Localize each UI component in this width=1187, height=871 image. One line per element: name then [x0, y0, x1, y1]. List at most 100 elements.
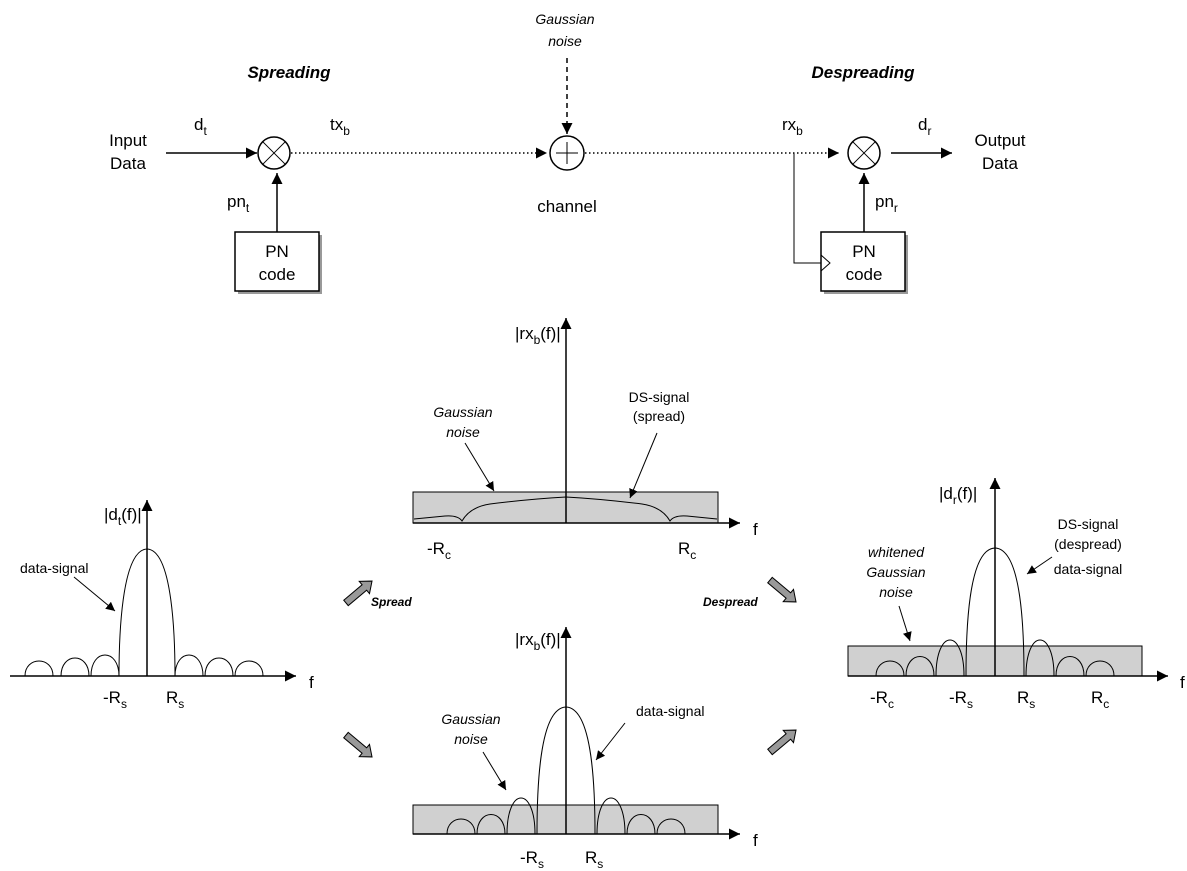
right-lobe-r1 [1025, 639, 1055, 677]
bottom-center-lobe-r2 [626, 814, 656, 835]
right-main-lobe [965, 547, 1025, 677]
right-whitened-line3: noise [879, 584, 913, 600]
top-gaussian-noise-line2: noise [548, 33, 582, 49]
right-whitened-line2: Gaussian [866, 564, 925, 580]
rx-mixer [847, 136, 881, 170]
right-neg-rs-label: -Rs [949, 688, 973, 711]
pn-code-tx-block: PN code [234, 231, 322, 294]
spectrum-left: |dt(f)| data-signal f -Rs Rs [10, 500, 314, 711]
top-center-f-label: f [753, 520, 758, 539]
right-axis-title: |dr(f)| [939, 484, 977, 507]
right-f-label: f [1180, 673, 1185, 692]
right-rc-label: Rc [1091, 688, 1109, 711]
left-data-signal-label: data-signal [20, 560, 89, 576]
left-side-lobe-l1 [90, 654, 120, 677]
top-center-ds-line1: DS-signal [629, 389, 690, 405]
left-side-lobe-l3 [24, 660, 54, 677]
left-side-lobe-l2 [60, 657, 90, 677]
left-axis-title: |dt(f)| [104, 505, 142, 528]
top-center-noise-line2: noise [446, 424, 480, 440]
bottom-center-axis-title: |rxb(f)| [515, 630, 561, 653]
left-data-signal-pointer [73, 576, 116, 612]
left-side-lobe-r2 [204, 657, 234, 677]
left-rs-label: Rs [166, 688, 184, 711]
right-whitened-pointer [898, 605, 912, 642]
despread-down-arrow [767, 576, 797, 603]
spreading-title: Spreading [247, 63, 331, 82]
bottom-center-f-label: f [753, 831, 758, 850]
bottom-center-noise-pointer [482, 751, 507, 791]
right-lobe-r2 [1055, 656, 1085, 677]
right-whitened-line1: whitened [868, 544, 925, 560]
despread-up-arrow [767, 729, 797, 756]
channel-label: channel [537, 197, 597, 216]
spread-down-arrow [343, 731, 373, 758]
right-rs-label: Rs [1017, 688, 1035, 711]
top-center-noise-line1: Gaussian [433, 404, 492, 420]
bottom-center-noise-line2: noise [454, 731, 488, 747]
left-side-lobe-r1 [174, 654, 204, 677]
sync-feed-line [793, 153, 821, 264]
transition-arrows: Spread Despread [343, 576, 797, 758]
right-data-signal-label: data-signal [1054, 561, 1123, 577]
pn-code-rx-line1: PN [852, 242, 876, 261]
bottom-center-lobe-l2 [476, 814, 506, 835]
dr-label: dr [918, 115, 931, 138]
right-lobe-l1 [935, 639, 965, 677]
input-data-line1: Input [109, 131, 147, 150]
spectrum-top-center: |rxb(f)| Gaussian noise DS-signal (sprea… [412, 318, 758, 562]
bottom-center-lobe-r3 [656, 818, 686, 835]
pn-code-rx-line2: code [846, 265, 883, 284]
tx-mixer [257, 136, 291, 170]
dt-label: dt [194, 115, 207, 138]
top-center-ds-pointer [629, 432, 658, 499]
spread-label: Spread [371, 595, 412, 609]
pn-code-tx-line2: code [259, 265, 296, 284]
left-side-lobe-r3 [234, 660, 264, 677]
bottom-center-noise-line1: Gaussian [441, 711, 500, 727]
right-ds-line2: (despread) [1054, 536, 1122, 552]
output-data-line1: Output [974, 131, 1025, 150]
top-center-spread-signal [413, 496, 718, 522]
bottom-center-lobe-l1 [506, 797, 536, 835]
bottom-center-main-lobe [536, 706, 596, 835]
right-ds-pointer [1026, 556, 1053, 575]
pn-code-rx-block: PN code [820, 231, 908, 294]
top-center-axis-title: |rxb(f)| [515, 324, 561, 347]
left-f-label: f [309, 673, 314, 692]
right-ds-line1: DS-signal [1058, 516, 1119, 532]
pnt-label: pnt [227, 192, 250, 215]
output-data-line2: Data [982, 154, 1018, 173]
despreading-title: Despreading [812, 63, 916, 82]
input-data-line2: Data [110, 154, 146, 173]
txb-label: txb [330, 115, 350, 138]
clock-input-icon [820, 254, 831, 272]
channel-adder [549, 135, 585, 171]
right-lobe-r3 [1085, 660, 1115, 677]
spread-up-arrow [343, 580, 373, 607]
bottom-center-lobe-l3 [446, 818, 476, 835]
pnr-label: pnr [875, 192, 898, 215]
right-lobe-l3 [875, 660, 905, 677]
top-center-neg-rc-label: -Rc [427, 539, 451, 562]
spectrum-right: |dr(f)| whitened Gaussian noise DS-signa… [847, 478, 1185, 711]
left-main-lobe [118, 548, 176, 677]
right-lobe-l2 [905, 656, 935, 677]
left-neg-rs-label: -Rs [103, 688, 127, 711]
bottom-center-neg-rs-label: -Rs [520, 848, 544, 871]
top-center-noise-pointer [464, 442, 495, 492]
top-gaussian-noise-line1: Gaussian [535, 11, 594, 27]
rxb-label: rxb [782, 115, 803, 138]
right-neg-rc-label: -Rc [870, 688, 894, 711]
pn-code-tx-line1: PN [265, 242, 289, 261]
top-center-rc-label: Rc [678, 539, 696, 562]
despread-label: Despread [703, 595, 758, 609]
bottom-center-data-signal-pointer [595, 722, 626, 761]
block-diagram: Spreading Despreading Gaussian noise Inp… [109, 11, 1026, 294]
bottom-center-lobe-r1 [596, 797, 626, 835]
bottom-center-rs-label: Rs [585, 848, 603, 871]
top-center-ds-line2: (spread) [633, 408, 685, 424]
spectrum-bottom-center: |rxb(f)| Gaussian noise data-signal f -R… [412, 627, 758, 871]
bottom-center-data-signal-label: data-signal [636, 703, 705, 719]
